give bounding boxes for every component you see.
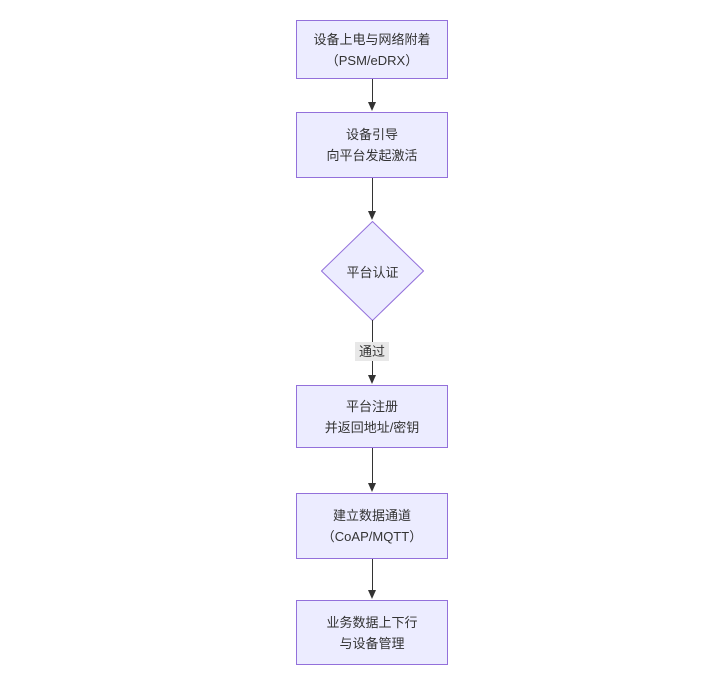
node-platform-register: 平台注册 并返回地址/密钥 <box>296 385 448 448</box>
node-label-line: 设备引导 <box>345 127 398 142</box>
arrowhead-icon <box>368 590 376 599</box>
arrow-line <box>372 559 373 591</box>
arrowhead-icon <box>368 102 376 111</box>
node-label-line: 向平台发起激活 <box>326 148 418 163</box>
node-data-channel: 建立数据通道 （CoAP/MQTT） <box>296 493 448 559</box>
node-label-line: 建立数据通道 <box>332 508 411 523</box>
node-power-attach: 设备上电与网络附着 （PSM/eDRX） <box>296 20 448 79</box>
arrow-line <box>372 79 373 103</box>
node-label-line: 并返回地址/密钥 <box>324 419 420 435</box>
arrowhead-icon <box>368 211 376 220</box>
node-label-line: （PSM/eDRX） <box>325 52 419 68</box>
arrowhead-icon <box>368 375 376 384</box>
node-label-line: 与设备管理 <box>339 635 405 651</box>
node-label-line: 设备上电与网络附着 <box>313 31 431 47</box>
arrow-line <box>372 448 373 484</box>
node-label-line: 业务数据上下行 <box>326 614 418 630</box>
arrowhead-icon <box>368 483 376 492</box>
node-label-line: 平台认证 <box>346 264 399 280</box>
node-bootstrap-activate: 设备引导 向平台发起激活 <box>296 112 448 178</box>
node-label-line: 平台注册 <box>345 398 398 414</box>
node-business-data: 业务数据上下行 与设备管理 <box>296 600 448 665</box>
arrow-line <box>372 178 373 212</box>
edge-label-pass: 通过 <box>354 342 390 361</box>
node-platform-auth: 平台认证 <box>321 221 424 321</box>
node-label-line: （CoAP/MQTT） <box>321 529 423 544</box>
